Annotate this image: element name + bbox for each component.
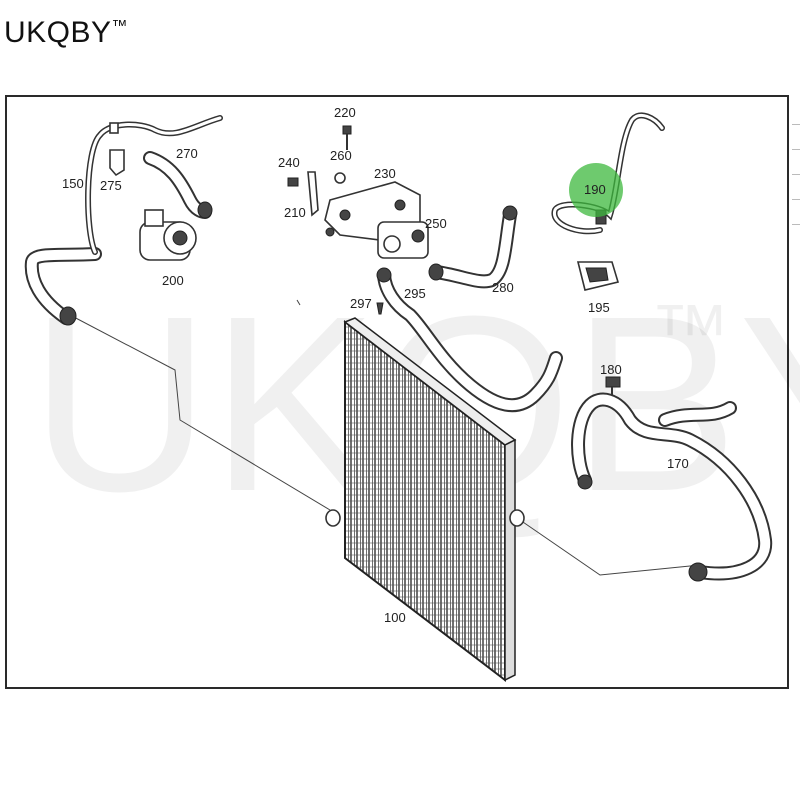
label-280: 280	[492, 280, 514, 295]
hose-part-280	[428, 205, 518, 289]
label-297: 297	[350, 296, 372, 311]
hose-part-270	[143, 151, 213, 219]
brand-name: UKQBY	[4, 16, 112, 49]
clip-part-275	[109, 149, 125, 177]
label-100: 100	[384, 610, 406, 625]
label-180: 180	[600, 362, 622, 377]
label-190: 190	[584, 182, 606, 197]
label-150: 150	[62, 176, 84, 191]
hose-part-170	[571, 392, 773, 582]
hose-part-295	[376, 267, 563, 413]
radiator-part-100	[325, 317, 525, 683]
label-250: 250	[425, 216, 447, 231]
watermark-trademark: ™	[650, 288, 730, 377]
hose-left	[24, 247, 102, 326]
label-270: 270	[176, 146, 198, 161]
part-labels: 100 150 170 180 190 195 200 210 220 230 …	[62, 105, 689, 625]
bolt-part-220	[342, 125, 352, 150]
label-240: 240	[278, 155, 300, 170]
bolt-part-240	[287, 177, 299, 187]
plug-part-297	[376, 302, 384, 315]
label-230: 230	[374, 166, 396, 181]
edge-marks	[792, 100, 800, 300]
highlight-marker	[569, 163, 623, 217]
brand-logo: UKQBY™	[4, 16, 128, 50]
label-260: 260	[330, 148, 352, 163]
valve-part-250	[377, 221, 429, 259]
label-200: 200	[162, 273, 184, 288]
label-210: 210	[284, 205, 306, 220]
pump-part-200	[139, 209, 197, 261]
strap-part-210	[307, 171, 319, 217]
label-275: 275	[100, 178, 122, 193]
label-295: 295	[404, 286, 426, 301]
leader-lines	[69, 299, 701, 576]
bracket-part-195	[576, 261, 620, 291]
label-220: 220	[334, 105, 356, 120]
label-170: 170	[667, 456, 689, 471]
label-195: 195	[588, 300, 610, 315]
pipe-part-150	[85, 115, 223, 255]
washer-part-260	[334, 172, 346, 184]
brand-trademark: ™	[111, 18, 129, 35]
